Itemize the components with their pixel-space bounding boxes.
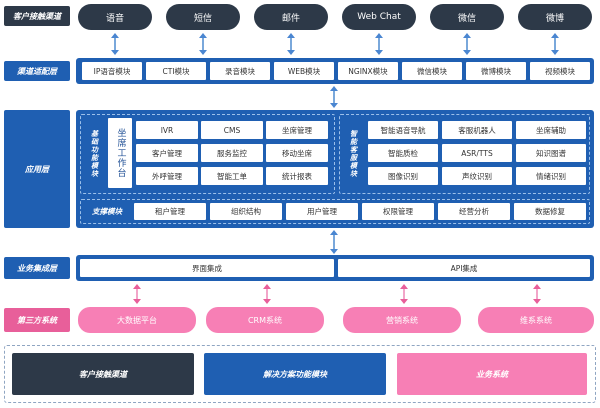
- smart-group: [339, 114, 590, 194]
- legend-business-systems: 业务系统: [397, 353, 587, 395]
- basic-smart-ticket: 智能工单: [201, 167, 263, 185]
- support-user-mgmt: 用户管理: [286, 203, 358, 220]
- third-bigdata: 大数据平台: [78, 307, 196, 333]
- row-label-integration: 业务集成层: [4, 257, 70, 279]
- adapter-nginx: NGINX模块: [338, 62, 398, 80]
- basic-stat-report: 统计报表: [266, 167, 328, 185]
- smart-emotion-recog: 情绪识别: [516, 167, 586, 185]
- arrow-icon: [463, 33, 471, 55]
- arrow-icon: [330, 86, 338, 108]
- basic-service-monitor: 服务监控: [201, 144, 263, 162]
- third-marketing: 营销系统: [343, 307, 461, 333]
- seat-desk: 坐席工作台: [108, 118, 132, 188]
- smart-qa: 智能质检: [368, 144, 438, 162]
- smart-knowledge-graph: 知识图谱: [516, 144, 586, 162]
- integration-ui: 界面集成: [80, 259, 334, 277]
- support-org-structure: 组织结构: [210, 203, 282, 220]
- arrow-icon: [375, 33, 383, 55]
- arrow-icon: [551, 33, 559, 55]
- support-group: [80, 199, 590, 224]
- smart-seat-assist: 坐席辅助: [516, 121, 586, 139]
- legend-channels: 客户接触渠道: [12, 353, 194, 395]
- third-retention: 维系系统: [478, 307, 594, 333]
- legend-solution-modules: 解决方案功能模块: [204, 353, 386, 395]
- channel-sms: 短信: [166, 4, 240, 30]
- arrow-icon: [287, 33, 295, 55]
- adapter-ip-voice: IP语音模块: [82, 62, 142, 80]
- row-label-adapter: 渠道适配层: [4, 61, 70, 81]
- channel-wechat: 微信: [430, 4, 504, 30]
- smart-image-recog: 图像识别: [368, 167, 438, 185]
- support-data-repair: 数据修复: [514, 203, 586, 220]
- smart-voice-nav: 智能语音导航: [368, 121, 438, 139]
- support-biz-analysis: 经营分析: [438, 203, 510, 220]
- basic-group-title: 基础功能模块: [90, 130, 99, 178]
- adapter-web: WEB模块: [274, 62, 334, 80]
- legend: [4, 345, 596, 403]
- smart-robot: 客服机器人: [442, 121, 512, 139]
- channel-webchat: Web Chat: [342, 4, 416, 30]
- smart-asr-tts: ASR/TTS: [442, 144, 512, 162]
- support-group-title: 支撑模块: [92, 207, 122, 216]
- row-label-app: 应用层: [4, 110, 70, 228]
- arrow-icon: [133, 284, 141, 304]
- adapter-video: 视频模块: [530, 62, 590, 80]
- arrow-icon: [199, 33, 207, 55]
- basic-mobile-seat: 移动坐席: [266, 144, 328, 162]
- support-permission-mgmt: 权限管理: [362, 203, 434, 220]
- third-crm: CRM系统: [206, 307, 324, 333]
- adapter-recording: 录音模块: [210, 62, 270, 80]
- arrow-icon: [111, 33, 119, 55]
- row-label-thirdparty: 第三方系统: [4, 308, 70, 332]
- channel-weibo: 微博: [518, 4, 592, 30]
- arrow-icon: [533, 284, 541, 304]
- adapter-wechat: 微信模块: [402, 62, 462, 80]
- integration-api: API集成: [338, 259, 590, 277]
- row-label-channels: 客户接触渠道: [4, 6, 70, 26]
- support-tenant-mgmt: 租户管理: [134, 203, 206, 220]
- channel-voice: 语音: [78, 4, 152, 30]
- basic-ivr: IVR: [136, 121, 198, 139]
- basic-seat-mgmt: 坐席管理: [266, 121, 328, 139]
- basic-group: [80, 114, 335, 194]
- smart-voiceprint: 声纹识别: [442, 167, 512, 185]
- arrow-icon: [263, 284, 271, 304]
- basic-outbound-mgmt: 外呼管理: [136, 167, 198, 185]
- basic-cms: CMS: [201, 121, 263, 139]
- arrow-icon: [400, 284, 408, 304]
- smart-group-title: 智能客服模块: [349, 130, 358, 178]
- adapter-weibo: 微博模块: [466, 62, 526, 80]
- basic-customer-mgmt: 客户管理: [136, 144, 198, 162]
- channel-email: 邮件: [254, 4, 328, 30]
- arrow-icon: [330, 230, 338, 254]
- adapter-cti: CTI模块: [146, 62, 206, 80]
